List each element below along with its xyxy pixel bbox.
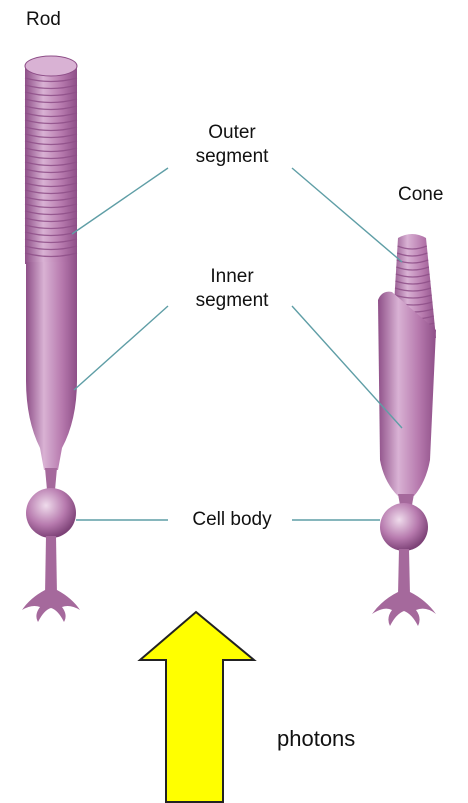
rod-inner-segment	[26, 262, 77, 470]
leader-inner-rod	[74, 306, 168, 390]
rod-cell-body	[26, 488, 76, 538]
inner-segment-label-line1: Inner	[176, 265, 288, 289]
outer-segment-label-line1: Outer	[176, 121, 288, 145]
rod-label: Rod	[26, 8, 61, 32]
leader-outer-rod	[72, 168, 168, 234]
photon-arrow	[140, 612, 254, 802]
leader-outer-cone	[292, 168, 402, 262]
rod-synaptic-terminal	[22, 590, 80, 622]
outer-segment-label-line2: segment	[176, 145, 288, 169]
cone-synaptic-terminal	[372, 592, 436, 626]
cone-label: Cone	[398, 183, 443, 207]
leader-lines	[72, 168, 402, 520]
cell-body-label: Cell body	[176, 508, 288, 532]
cone-cell	[372, 234, 436, 626]
photons-label: photons	[277, 727, 355, 751]
rod-outer-segment	[25, 56, 77, 264]
cone-cell-body	[380, 503, 428, 551]
rod-cell	[22, 56, 80, 622]
inner-segment-label-line2: segment	[176, 289, 288, 313]
outer-segment-label: Outer segment	[176, 121, 288, 169]
inner-segment-label: Inner segment	[176, 265, 288, 313]
